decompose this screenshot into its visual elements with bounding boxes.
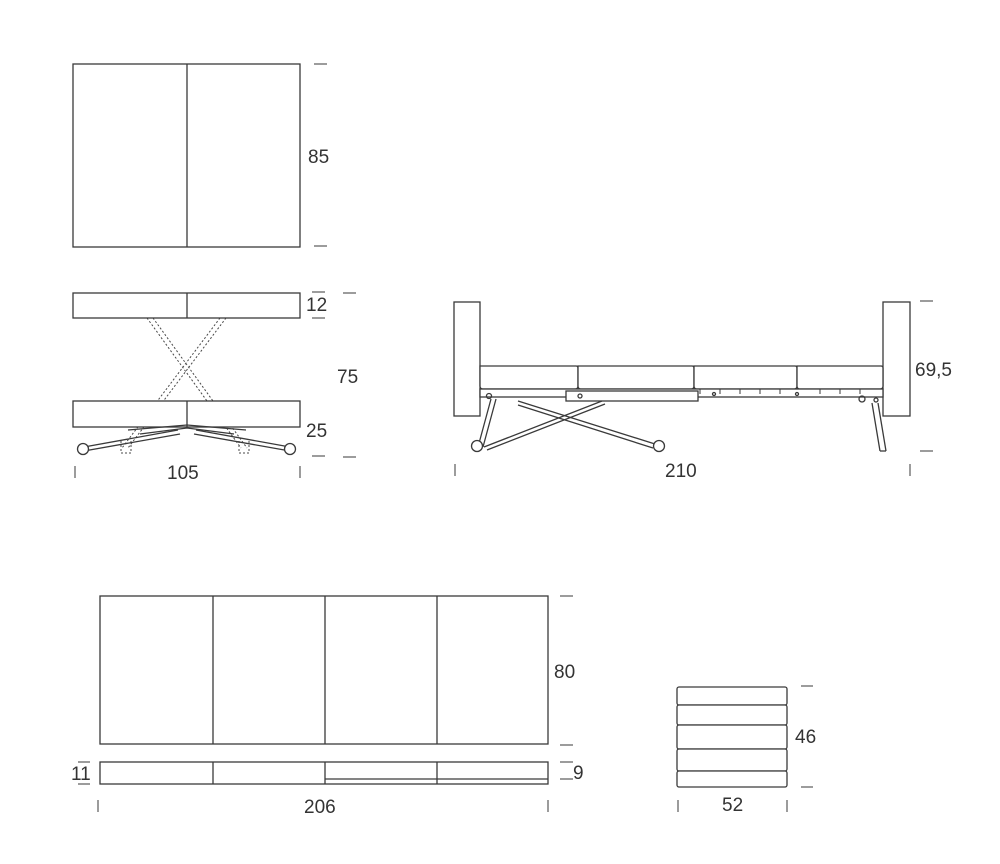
side-view-folded: 12 75 25 105 <box>72 291 358 484</box>
width-label: 206 <box>304 797 336 818</box>
left-end-panel <box>453 301 481 417</box>
stack-layer <box>676 748 788 772</box>
height-label: 46 <box>795 727 816 748</box>
scissor-leg <box>517 400 656 445</box>
stack-view: 46 52 <box>676 685 816 816</box>
leg <box>871 402 881 452</box>
cushion <box>693 365 798 390</box>
slat-marks <box>699 389 861 394</box>
dashed-leg <box>121 317 221 449</box>
scissor-leg <box>486 403 606 451</box>
width-label: 210 <box>665 461 697 482</box>
inner-rail <box>565 390 699 402</box>
bolt <box>873 397 879 403</box>
base-crossbar <box>127 424 247 431</box>
cushion <box>479 365 579 390</box>
dashed-foot <box>238 441 250 454</box>
top-view-open: 80 11 9 206 <box>71 595 584 818</box>
leg <box>482 398 497 448</box>
bolt <box>711 391 717 397</box>
stack-layer <box>676 770 788 788</box>
depth-label: 80 <box>554 662 575 683</box>
right-end-panel <box>882 301 911 417</box>
base-crossbar <box>139 427 235 435</box>
stack-layer <box>676 724 788 750</box>
base-leg <box>83 429 179 448</box>
bolt <box>858 395 866 403</box>
bed-top-outline <box>99 595 549 745</box>
height-label: 69,5 <box>915 360 952 381</box>
scissor-leg <box>483 400 603 448</box>
left-thickness-label: 11 <box>71 764 91 785</box>
leg <box>877 402 887 452</box>
scissor-leg <box>517 404 654 449</box>
bolt <box>485 392 493 400</box>
caster-wheel <box>470 439 484 453</box>
depth-label: 85 <box>308 147 329 168</box>
dashed-foot <box>120 441 132 454</box>
leg <box>477 398 492 448</box>
width-label: 52 <box>722 795 743 816</box>
right-thickness-label: 9 <box>573 763 584 784</box>
caster-wheel <box>76 442 90 456</box>
bolt <box>794 391 800 397</box>
cushion <box>796 365 884 390</box>
dashed-leg <box>127 317 227 449</box>
base-height-label: 25 <box>306 421 327 442</box>
bolt <box>577 393 583 399</box>
caster-wheel <box>283 442 297 456</box>
side-view-open: 69,5 210 <box>453 300 952 482</box>
base-leg <box>193 433 291 452</box>
top-view-folded: 85 <box>72 63 329 248</box>
top-thickness-label: 12 <box>306 295 327 316</box>
base-leg <box>195 429 291 448</box>
thickness-strip <box>99 761 549 785</box>
height-label: 75 <box>337 367 358 388</box>
base-leg <box>83 433 181 452</box>
caster-wheel <box>652 439 666 453</box>
cushion <box>577 365 695 390</box>
stack-layer <box>676 704 788 726</box>
stack-layer <box>676 686 788 706</box>
width-label: 105 <box>167 463 199 484</box>
